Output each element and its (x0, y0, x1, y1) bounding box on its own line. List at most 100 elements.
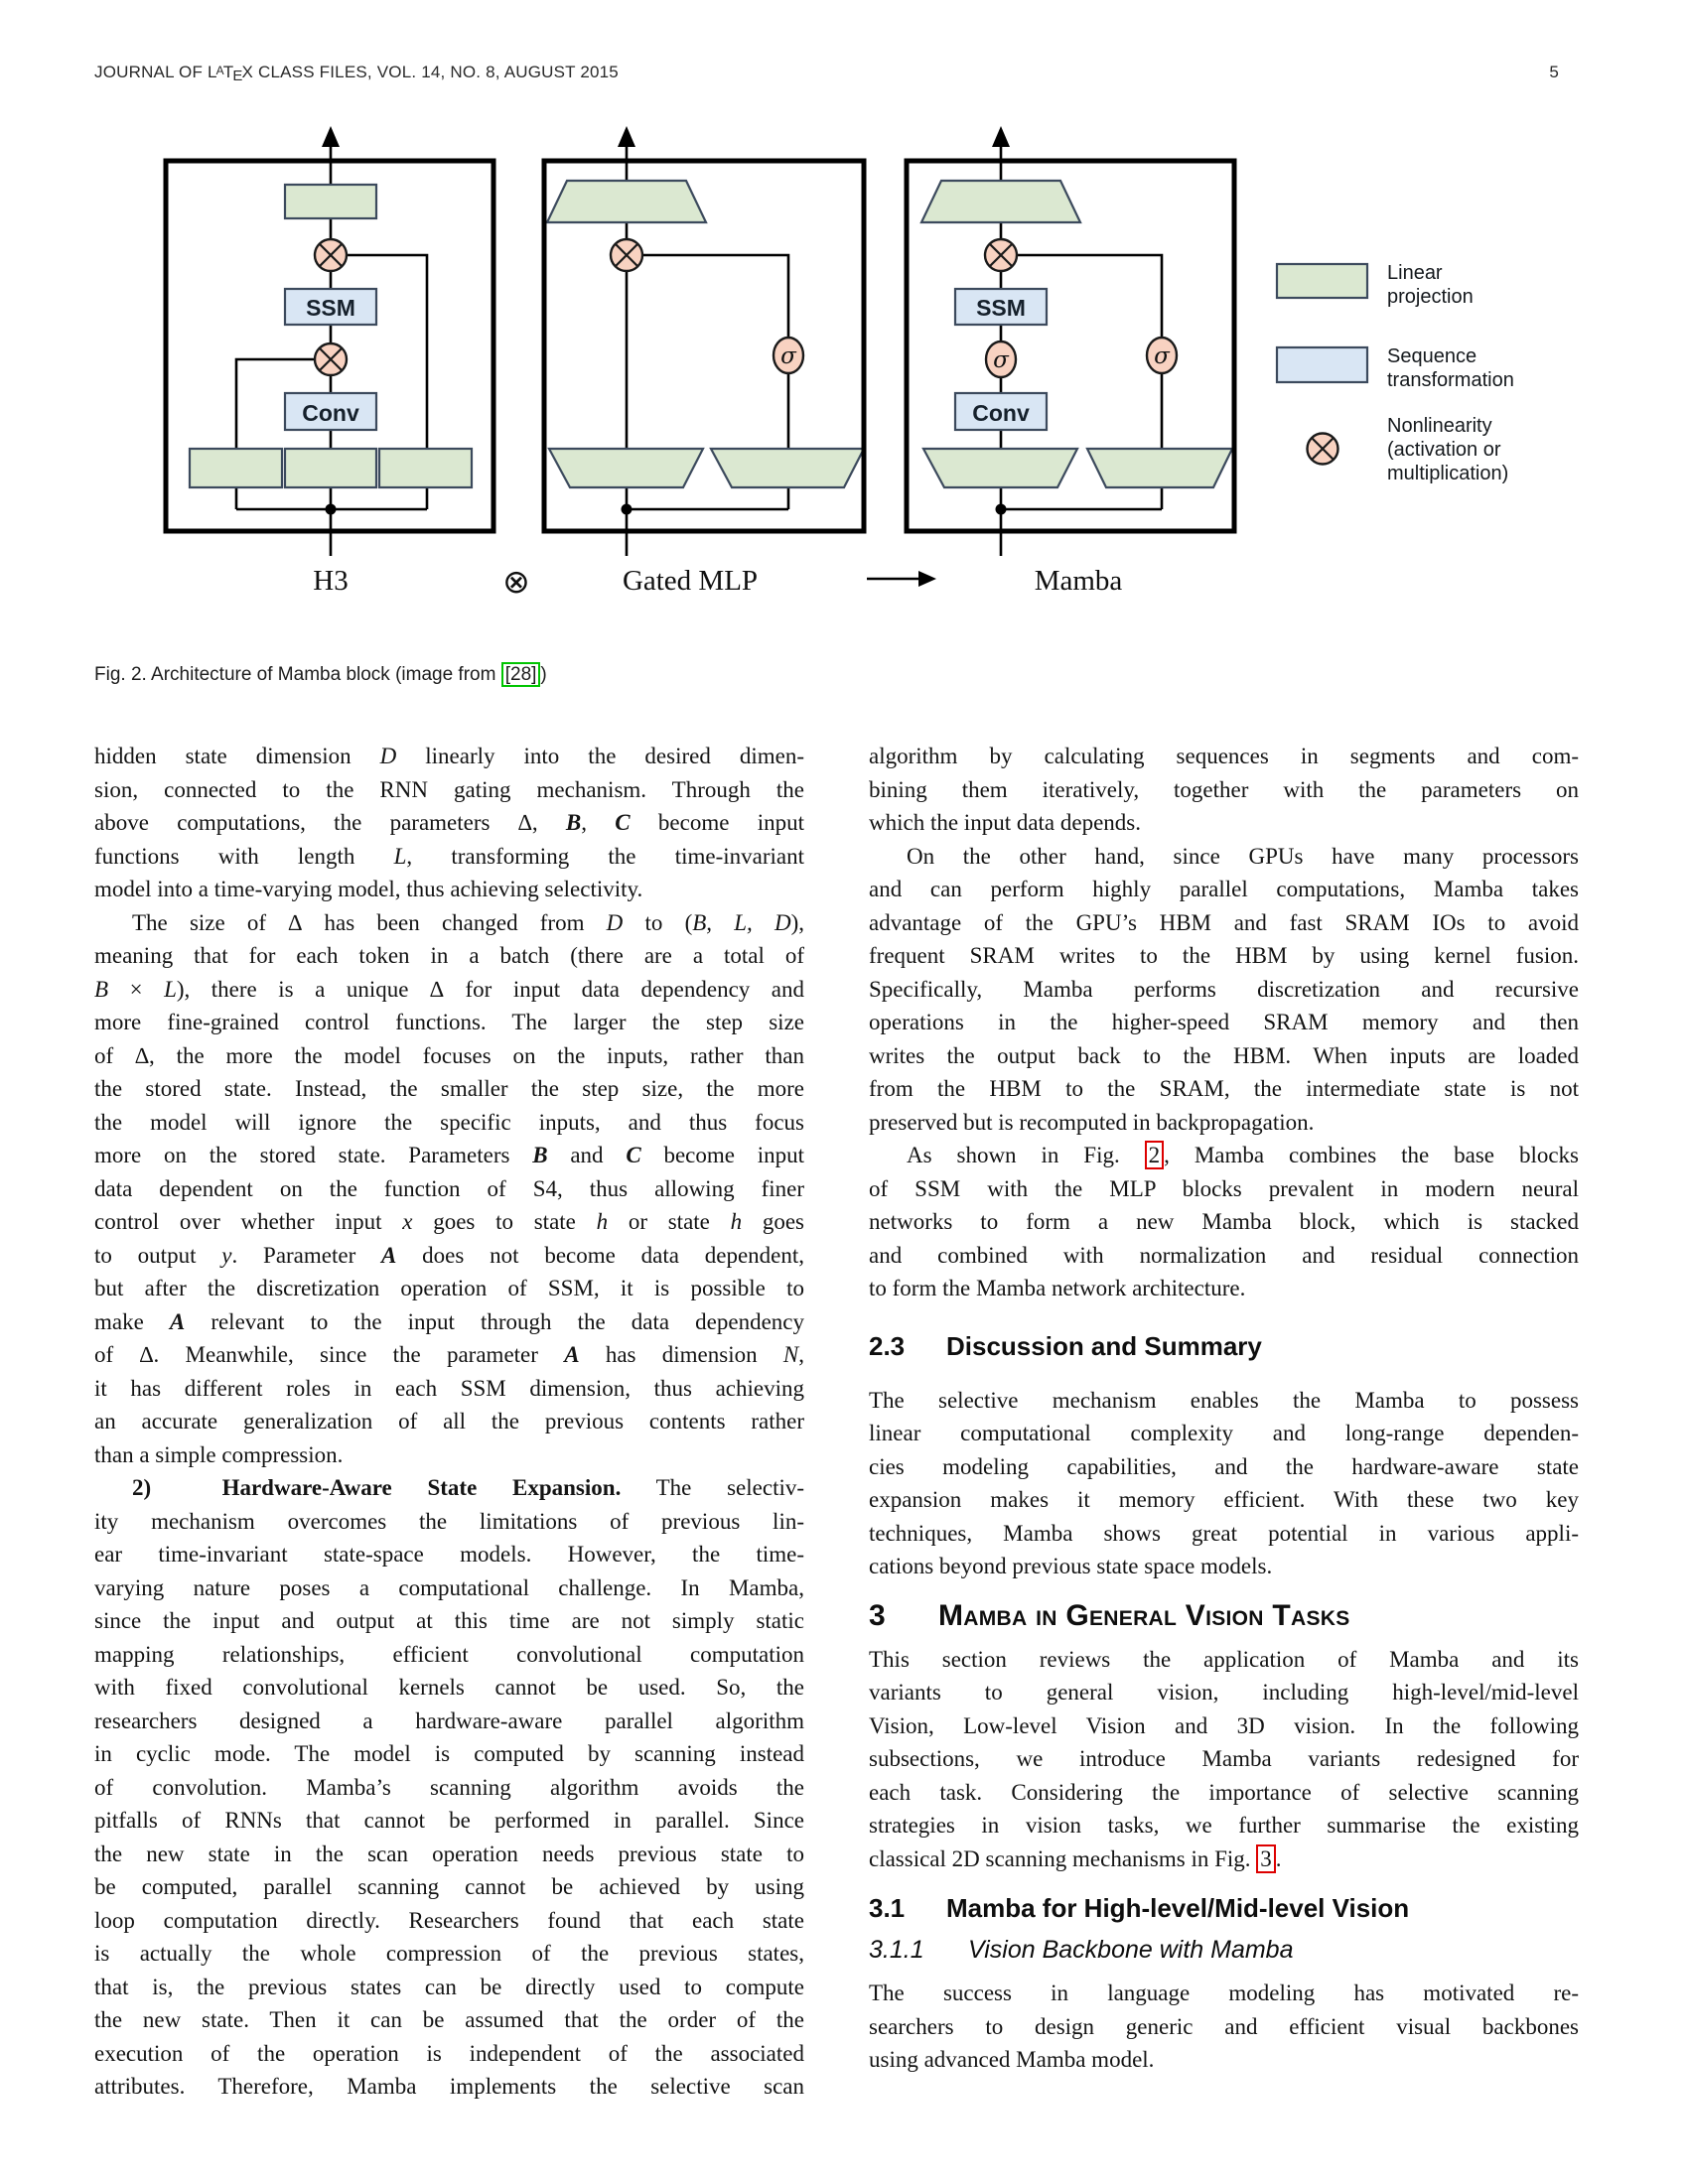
text-line: strategies in vision tasks, we further s… (869, 1813, 1579, 1838)
paragraph-block: This section reviews the application of … (869, 1643, 1579, 1876)
ssm-block (283, 287, 378, 327)
paragraph-block: The success in language modeling has mot… (869, 1977, 1579, 2077)
mamba-architecture-diagram: SSM Conv σ SSM σ Conv (163, 126, 1514, 601)
legend-label: Nonlinearity (1387, 415, 1492, 437)
text-line: it has different roles in each SSM dimen… (94, 1375, 804, 1401)
sigma-node (984, 340, 1018, 379)
input-projection-block (377, 447, 474, 489)
text-line: which the input data depends. (869, 810, 1142, 835)
linear-projection-block (283, 183, 378, 220)
legend-label: Linear (1387, 262, 1443, 284)
text-line: to output y. Parameter A does not become… (94, 1242, 804, 1268)
sigma-node (1145, 336, 1179, 375)
mamba-block-diagram: SSM σ Conv σ (904, 126, 1237, 556)
text-line: since the input and output at this time … (94, 1608, 804, 1633)
section-title: Discussion and Summary (946, 1330, 1262, 1361)
text-line: The selective mechanism enables the Mamb… (869, 1387, 1579, 1413)
right-column: algorithm by calculating sequences in se… (869, 740, 1579, 2104)
ssm-block (953, 287, 1049, 327)
input-projection-block (283, 447, 378, 489)
junction-dot (325, 503, 337, 515)
left-column: hidden state dimension D linearly into t… (94, 740, 804, 2104)
journal-title: JOURNAL OF LATEX CLASS FILES, VOL. 14, N… (94, 63, 619, 84)
text-line: the new state. Then it can be assumed th… (94, 2007, 804, 2032)
text-line: expansion makes it memory efficient. Wit… (869, 1487, 1579, 1512)
figure-2-link[interactable]: 2 (1144, 1141, 1165, 1169)
text-line: The size of ∆ has been changed from D to… (132, 909, 804, 935)
citation-28-link[interactable]: [28] (500, 662, 541, 687)
text-line: This section reviews the application of … (869, 1646, 1579, 1672)
text-line: attributes. Therefore, Mamba implements … (94, 2074, 804, 2099)
text-line: of convolution. Mamba’s scanning algorit… (94, 1774, 804, 1800)
text-line: cations beyond previous state space mode… (869, 1554, 1273, 1578)
text-line: writes the output back to the HBM. When … (869, 1042, 1579, 1068)
text-line: with fixed convolutional kernels cannot … (94, 1675, 804, 1700)
multiply-x-icon (989, 243, 1013, 267)
figure-3-link[interactable]: 3 (1256, 1843, 1276, 1873)
sigma-label: σ (993, 347, 1010, 373)
text-line: preserved but is recomputed in backpropa… (869, 1109, 1315, 1135)
input-projection-trapezoid (921, 447, 1079, 489)
multiply-x-icon (1311, 437, 1335, 461)
text-line: mapping relationships, efficient convolu… (94, 1641, 804, 1667)
sigma-label: σ (1154, 343, 1171, 369)
text-line: of ∆, the more the model focuses on the … (94, 1042, 804, 1068)
h3-label: H3 (313, 565, 348, 597)
otimes-symbol: ⊗ (502, 562, 530, 601)
text-line: using advanced Mamba model. (869, 2047, 1155, 2072)
text-line: sion, connected to the RNN gating mechan… (94, 776, 804, 802)
mamba-label: Mamba (1035, 565, 1123, 597)
combine-arrow-icon (867, 571, 936, 587)
text-line: The success in language modeling has mot… (869, 1980, 1579, 2005)
text-line: of ∆. Meanwhile, since the parameter A h… (94, 1342, 804, 1367)
text-line: varying nature poses a computational cha… (94, 1574, 804, 1600)
text-line: techniques, Mamba shows great potential … (869, 1520, 1579, 1546)
legend-label: projection (1387, 286, 1474, 308)
text-line: As shown in Fig. 2, Mamba combines the b… (907, 1141, 1579, 1169)
section-title: Mamba for High-level/Mid-level Vision (946, 1893, 1410, 1923)
text-line: algorithm by calculating sequences in se… (869, 744, 1579, 768)
text-line: the model will ignore the specific input… (94, 1109, 804, 1135)
legend-label: (activation or (1387, 439, 1501, 461)
multiply-x-icon (319, 347, 343, 371)
sigma-label: σ (780, 343, 797, 369)
text-line: B × L), there is a unique ∆ for input da… (94, 976, 804, 1002)
legend-linear-projection-swatch (1275, 262, 1369, 300)
text-line: and can perform highly parallel computat… (869, 877, 1579, 901)
output-arrowhead (322, 126, 340, 147)
output-arrowhead (618, 126, 635, 147)
ssm-label: SSM (976, 295, 1026, 321)
text-line: subsections, we introduce Mamba variants… (869, 1746, 1579, 1771)
linear-projection-trapezoid (919, 179, 1082, 224)
text-line: of SSM with the MLP blocks prevalent in … (869, 1175, 1579, 1201)
text-line: advantage of the GPU’s HBM and fast SRAM… (869, 909, 1579, 935)
text-line: ity mechanism overcomes the limitations … (94, 1508, 804, 1534)
conv-label: Conv (302, 400, 359, 426)
text-line: bining them iteratively, together with t… (869, 776, 1579, 802)
text-line: above computations, the parameters ∆, B,… (94, 810, 804, 835)
legend-label: Sequence (1387, 345, 1477, 367)
text-line: execution of the operation is independen… (94, 2040, 804, 2066)
text-line: the new state in the scan operation need… (94, 1841, 804, 1866)
text-line: to form the Mamba network architecture. (869, 1276, 1246, 1300)
text-line: make A relevant to the input through the… (94, 1308, 804, 1334)
text-line: model into a time-varying model, thus ac… (94, 877, 643, 901)
text-line: ear time-invariant state-space models. H… (94, 1542, 804, 1567)
text-line: Specifically, Mamba performs discretizat… (869, 976, 1579, 1002)
text-line: hidden state dimension D linearly into t… (94, 744, 804, 768)
text-line: in cyclic mode. The model is computed by… (94, 1741, 804, 1766)
text-line: variants to general vision, including hi… (869, 1680, 1579, 1705)
text-line: On the other hand, since GPUs have many … (907, 843, 1579, 869)
output-arrowhead (992, 126, 1010, 147)
conv-block (953, 391, 1049, 432)
conv-label: Conv (972, 400, 1030, 426)
input-projection-block (188, 447, 284, 489)
conv-block (283, 391, 378, 432)
text-line: functions with length L, transforming th… (94, 843, 804, 869)
h3-block-diagram: SSM Conv (163, 126, 496, 556)
gated-mlp-label: Gated MLP (623, 565, 758, 597)
text-line: linear computational complexity and long… (869, 1421, 1579, 1445)
text-line: Vision, Low-level Vision and 3D vision. … (869, 1712, 1579, 1738)
